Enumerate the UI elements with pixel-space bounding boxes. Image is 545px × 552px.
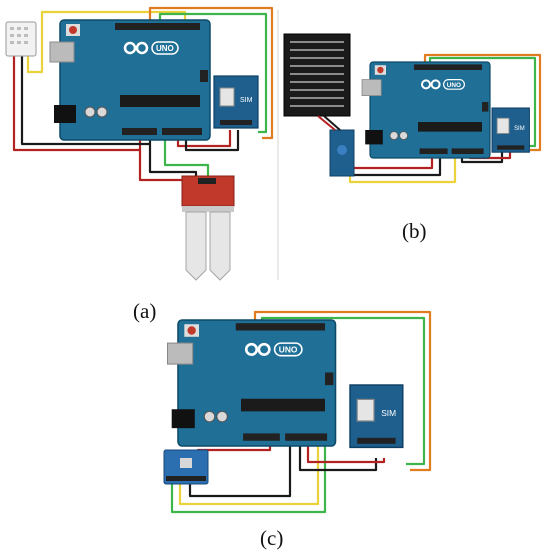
- wire-black-sensor: [148, 144, 198, 178]
- sim-module: SIM: [213, 75, 259, 129]
- bmp180-sensor: [163, 449, 209, 485]
- wire-green-sensor: [170, 435, 327, 514]
- wire-green-sensor: [163, 138, 210, 178]
- wire-green: [428, 56, 537, 148]
- wire-sim-red: [176, 130, 232, 148]
- arduino-uno-board: UNO: [360, 60, 492, 160]
- wire-sim-black: [298, 435, 378, 472]
- arduino-logo-text: UNO: [447, 82, 461, 89]
- caption-a: (a): [133, 299, 156, 323]
- panel-c: UNO SIM (c): [163, 310, 432, 550]
- wire-sim-red: [306, 435, 386, 464]
- wire-sim-black: [184, 130, 240, 152]
- wire-orange: [423, 53, 542, 152]
- panel-b: UNO SIM (b): [283, 33, 542, 243]
- sim-module: SIM: [491, 107, 530, 153]
- arduino-uno-board: UNO: [48, 18, 212, 142]
- rain-sensor: [283, 33, 355, 177]
- sim-module: SIM: [349, 384, 404, 449]
- sim-label: SIM: [240, 97, 253, 104]
- caption-b: (b): [402, 219, 427, 243]
- arduino-logo-text: UNO: [279, 345, 298, 355]
- sim-label: SIM: [381, 408, 396, 418]
- wire-green: [260, 316, 426, 466]
- arduino-uno-board: UNO: [166, 318, 337, 448]
- wire-red-sensor: [138, 150, 186, 186]
- wire-orange: [253, 310, 432, 472]
- arduino-logo-text: UNO: [156, 44, 174, 53]
- caption-c: (c): [260, 526, 283, 550]
- wire-black: [20, 55, 152, 146]
- wire-green: [158, 12, 268, 134]
- soil-moisture-sensor: [181, 175, 235, 281]
- sim-label: SIM: [514, 126, 525, 132]
- panel-a: UNO SIM (a): [5, 6, 274, 323]
- wire-orange: [148, 6, 274, 140]
- wire-black: [188, 435, 292, 498]
- dht-sensor: [5, 21, 37, 57]
